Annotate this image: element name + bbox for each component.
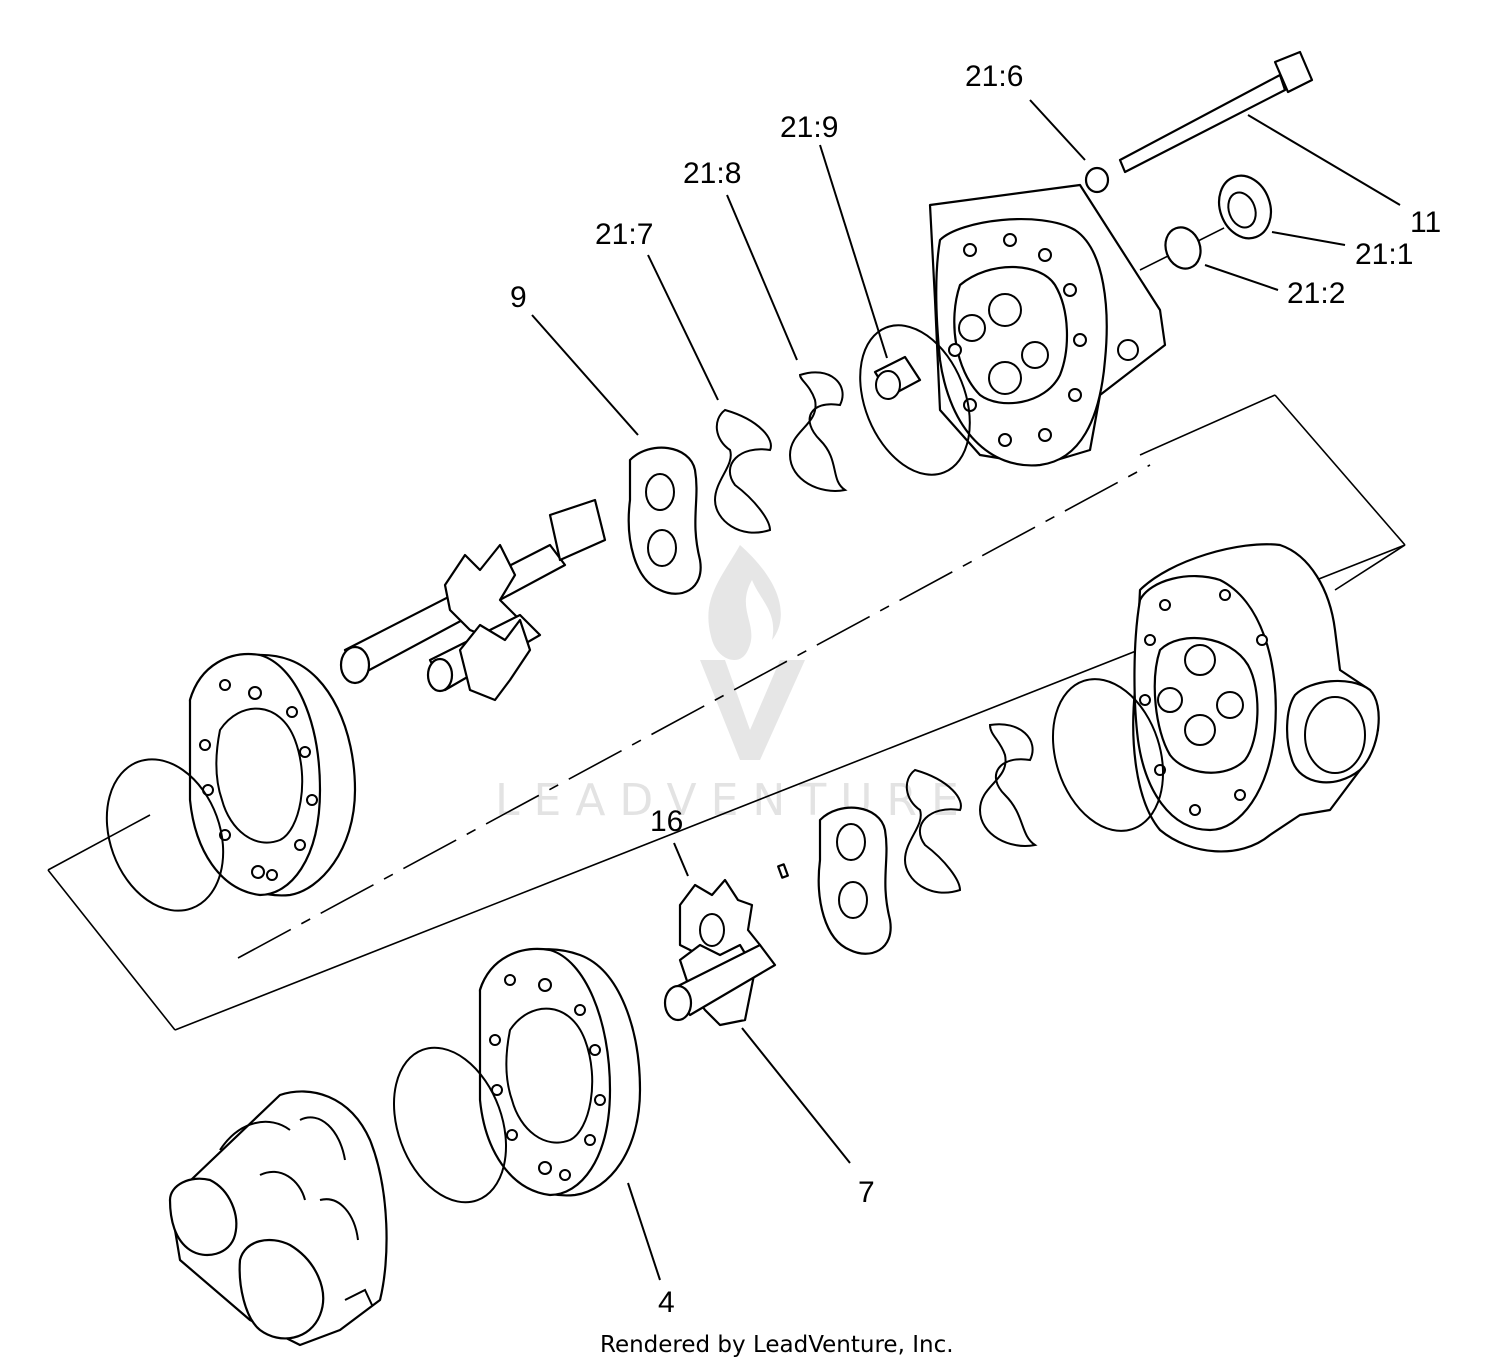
leader-4 xyxy=(627,1182,661,1281)
front-housing xyxy=(1132,543,1380,853)
callout-11: 11 xyxy=(1410,206,1441,239)
gear-shaft-7 xyxy=(663,943,777,1022)
thrust-plate-9 xyxy=(627,446,702,595)
rear-gasket-ring xyxy=(859,324,971,476)
bushing-21-9 xyxy=(873,355,922,400)
callout-21-6: 21:6 xyxy=(965,60,1023,93)
lower-gasket-ring xyxy=(392,1046,508,1204)
callout-21-7: 21:7 xyxy=(595,218,653,251)
washer-21-6 xyxy=(1084,166,1110,194)
rear-cover-housing xyxy=(928,183,1167,467)
leader-21-1 xyxy=(1271,231,1346,246)
callout-21-2: 21:2 xyxy=(1287,277,1345,310)
front-body-plate xyxy=(188,653,357,897)
callout-9: 9 xyxy=(510,281,527,314)
body-plate-4 xyxy=(478,947,642,1197)
callout-labels: 21:6 21:9 21:8 21:7 9 11 21:1 21:2 16 7 … xyxy=(510,60,1441,1319)
drive-shaft-gears xyxy=(339,498,607,702)
callout-21-8: 21:8 xyxy=(683,157,741,190)
leader-lines xyxy=(531,99,1401,1281)
leader-9 xyxy=(531,314,639,436)
leader-7 xyxy=(741,1027,851,1164)
leader-21-8 xyxy=(726,194,798,361)
leader-21-9 xyxy=(819,144,888,359)
leader-16 xyxy=(673,842,689,877)
leader-21-6 xyxy=(1029,99,1086,161)
leader-11 xyxy=(1247,114,1401,206)
bottom-end-cover xyxy=(168,1090,388,1347)
front-gasket-ring xyxy=(105,758,225,912)
footer-credit: Rendered by LeadVenture, Inc. xyxy=(600,1332,954,1358)
leader-21-7 xyxy=(647,254,719,401)
backup-ring-lower-2 xyxy=(903,768,962,894)
backup-ring-lower-1 xyxy=(978,723,1038,847)
bolt-11 xyxy=(1118,50,1314,174)
callout-7: 7 xyxy=(858,1176,875,1209)
housing-gasket-ring xyxy=(1051,678,1165,832)
leader-21-2 xyxy=(1204,264,1279,291)
key-pin xyxy=(777,863,789,879)
seal-21-1 xyxy=(1217,174,1273,240)
seal-21-2 xyxy=(1164,226,1202,270)
callout-4: 4 xyxy=(658,1286,675,1319)
callout-16: 16 xyxy=(650,805,683,838)
backup-ring-21-7 xyxy=(713,408,772,534)
lower-thrust-plate xyxy=(817,806,892,955)
callout-21-1: 21:1 xyxy=(1355,238,1413,271)
backup-ring-21-8 xyxy=(788,371,848,492)
watermark: LEADVENTURE xyxy=(495,545,973,826)
callout-21-9: 21:9 xyxy=(780,111,838,144)
watermark-text: LEADVENTURE xyxy=(495,775,973,826)
